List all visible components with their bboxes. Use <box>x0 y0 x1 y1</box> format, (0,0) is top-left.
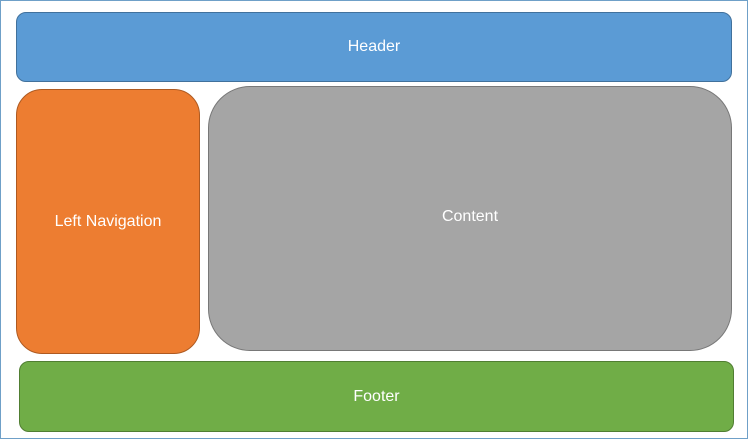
left-navigation-label: Left Navigation <box>54 212 162 230</box>
footer-label: Footer <box>353 387 400 405</box>
content-block: Content <box>208 86 732 351</box>
content-label: Content <box>441 207 499 225</box>
left-navigation-block: Left Navigation <box>16 89 200 354</box>
header-block: Header <box>16 12 732 82</box>
footer-block: Footer <box>19 361 734 432</box>
header-label: Header <box>347 38 401 55</box>
